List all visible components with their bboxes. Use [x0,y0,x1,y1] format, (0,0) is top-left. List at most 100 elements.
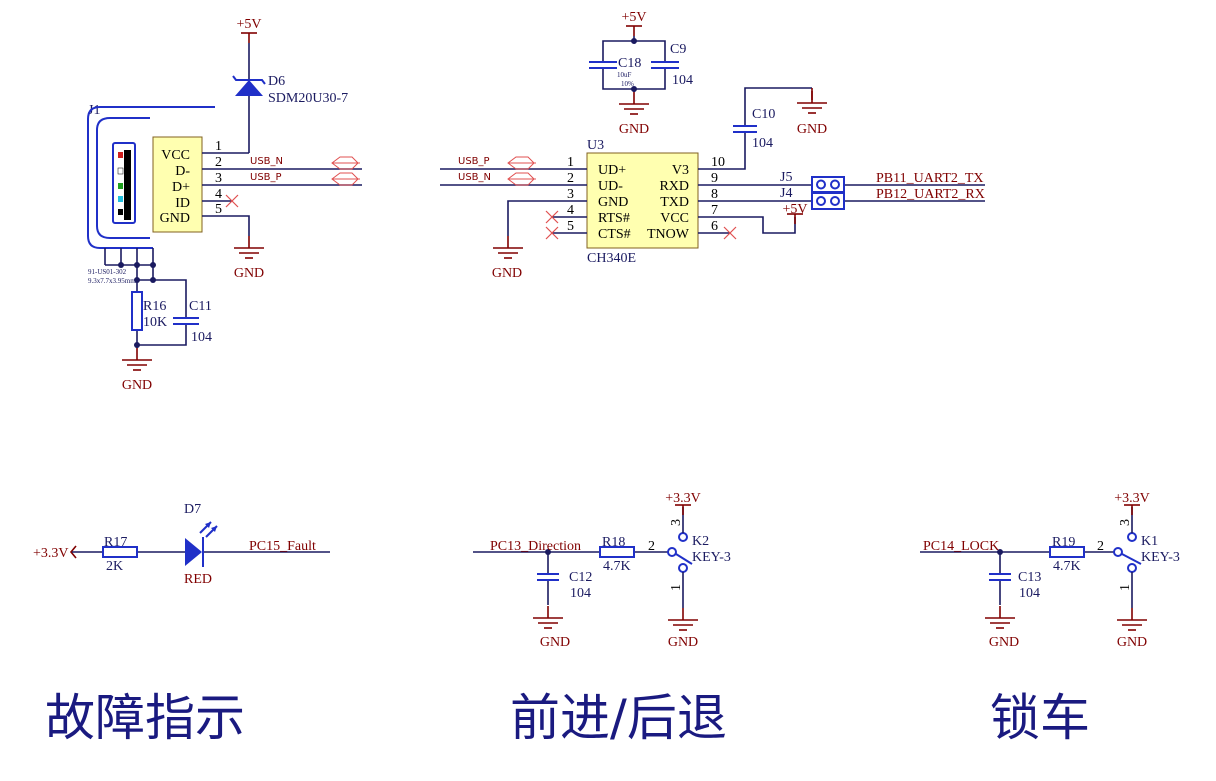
capacitor-c9 [651,61,679,69]
u3-ref: U3 [587,138,604,153]
r19-ref: R19 [1052,535,1075,550]
c12-ref: C12 [569,570,592,585]
net-port-icon [507,172,537,186]
pin-number: 1 [669,584,684,591]
u3-pin-label: CTS# [598,227,631,242]
section-title-direction: 前进/后退 [510,689,727,747]
k2-ref: K2 [692,534,709,549]
net-usb-p: USB_P [458,156,490,167]
c11-value: 104 [191,330,212,345]
pin-number: 2 [648,539,655,554]
ground-icon [1116,607,1148,631]
r19-value: 4.7K [1053,559,1081,574]
u3-part: CH340E [587,251,636,266]
net-port-icon [507,156,537,170]
resistor-r16 [131,291,143,331]
ground-icon [233,235,265,259]
power-5v-label: +5V [621,10,646,25]
ground-icon [618,91,650,115]
net-pc15-fault: PC15_Fault [249,539,316,554]
gnd-label: GND [234,266,264,281]
k1-value: KEY-3 [1141,550,1180,565]
c18-ref: C18 [618,56,641,71]
j1-size: 9.3x7.7x3.95mm [88,277,136,285]
k2-value: KEY-3 [692,550,731,565]
gnd-label: GND [619,122,649,137]
pin-number: 3 [567,187,574,202]
pin-number: 5 [215,202,222,217]
r17-value: 2K [106,559,123,574]
ground-icon [667,607,699,631]
u3-pin-label: V3 [672,163,689,178]
power-icon [1123,504,1141,516]
c13-ref: C13 [1018,570,1041,585]
d6-value: SDM20U30-7 [268,91,348,106]
c13-value: 104 [1019,586,1040,601]
pin-number: 1 [215,139,222,154]
net-usb-n: USB_N [250,156,283,167]
gnd-label: GND [122,378,152,393]
r16-value: 10K [143,315,167,330]
power-33v-label: +3.3V [665,491,701,506]
u3-pin-label: TXD [660,195,689,210]
power-5v-label: +5V [782,202,807,217]
c9-ref: C9 [670,42,686,57]
u3-pin-label: UD- [598,179,623,194]
ground-icon [121,347,153,371]
d7-ref: D7 [184,502,201,517]
ic-u3: U3 CH340E UD+ UD- GND RTS# CTS# V3 RXD T… [567,138,725,266]
pin-number: 2 [1097,539,1104,554]
jumper-j5 [811,176,845,193]
j1-pin-id: ID [175,196,190,211]
section-title-fault: 故障指示 [45,689,245,747]
capacitor-c13 [989,573,1011,581]
diode-d6 [232,75,266,96]
pin-number: 9 [711,171,718,186]
j1-pin-dp: D+ [172,180,190,195]
d7-value: RED [184,572,212,587]
pin-number: 1 [1118,584,1133,591]
gnd-label: GND [540,635,570,650]
pin-number: 2 [567,171,574,186]
net-usb-n: USB_N [458,172,491,183]
power-5v-label: +5V [236,17,261,32]
net-uart2-tx: PB11_UART2_TX [876,171,984,186]
c10-ref: C10 [752,107,775,122]
power-33v-label: +3.3V [33,546,69,561]
net-port-icon [331,156,361,170]
pin-number: 1 [567,155,574,170]
net-port-icon [331,172,361,186]
u3-pin-label: GND [598,195,628,210]
c11-ref: C11 [189,299,212,314]
r16-ref: R16 [143,299,166,314]
capacitor-c10 [733,125,757,133]
section-title-lock: 锁车 [990,689,1090,747]
k1-ref: K1 [1141,534,1158,549]
capacitor-c12 [537,573,559,581]
ground-icon [796,90,828,114]
gnd-label: GND [492,266,522,281]
r18-value: 4.7K [603,559,631,574]
c18-tolerance: 10% [621,80,634,88]
c10-value: 104 [752,136,773,151]
net-usb-p: USB_P [250,172,282,183]
u3-pin-label: RXD [659,179,689,194]
j1-pin-gnd: GND [160,211,190,226]
jumper-j4 [811,192,845,210]
power-icon [625,25,643,37]
pin-number: 2 [215,155,222,170]
r18-ref: R18 [602,535,625,550]
u3-pin-label: UD+ [598,163,626,178]
power-arrow-icon [69,545,77,559]
d6-ref: D6 [268,74,285,89]
resistor-r17 [102,546,138,558]
net-uart2-rx: PB12_UART2_RX [876,187,985,202]
j1-part: 91-US01-302 [88,268,127,276]
ground-icon [532,605,564,629]
pin-number: 3 [215,171,222,186]
c18-value: 10uF [617,71,632,79]
u3-pin-label: TNOW [647,227,690,242]
j1-pin-vcc: VCC [161,148,190,163]
u3-pin-label: RTS# [598,211,630,226]
